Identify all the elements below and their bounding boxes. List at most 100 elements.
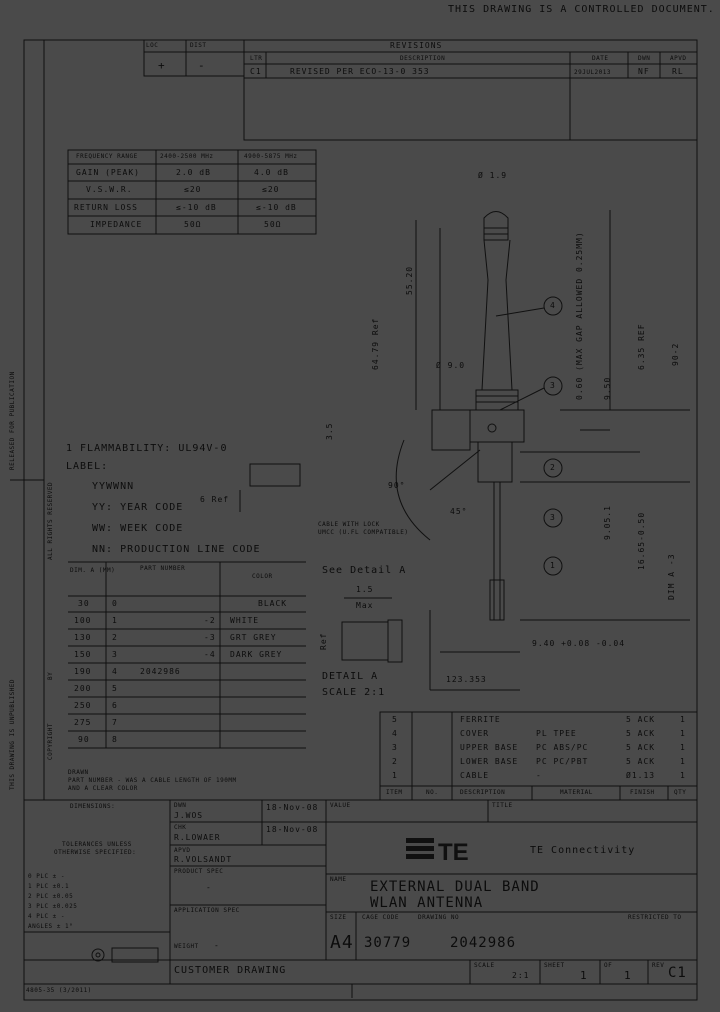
balloon-2: 2: [550, 463, 556, 472]
tb-name1: EXTERNAL DUAL BAND: [370, 879, 540, 895]
tb-title-label: TITLE: [492, 802, 513, 809]
dim-d9: 9.05.1: [603, 505, 612, 540]
bom-h-qty: QTY: [674, 789, 687, 796]
loc-value: +: [158, 59, 166, 72]
see-detail: See Detail A: [322, 565, 407, 576]
rev-row-dwn: NF: [638, 67, 650, 76]
pt-r4-suf: 2042986: [140, 667, 181, 676]
tb-tol-3: 3 PLC ±0.025: [28, 903, 78, 910]
spec-r2c2: ≤-10 dB: [256, 203, 297, 212]
spec-r3c0: IMPEDANCE: [90, 220, 143, 229]
pt-r0-pn: 0: [112, 599, 118, 608]
pt-r4-pn: 4: [112, 667, 118, 676]
rev-col-date: DATE: [592, 55, 609, 62]
pt-foot3: AND A CLEAR COLOR: [68, 785, 138, 792]
bom-h-fin: FINISH: [630, 789, 655, 796]
bom-r4-fin: Ø1.13: [626, 771, 656, 780]
pt-foot1: DRAWN: [68, 769, 89, 776]
bom-r4-desc: CABLE: [460, 771, 490, 780]
pt-r3-suf: -4: [204, 650, 216, 659]
tb-dwg-label: DRAWING NO: [418, 914, 460, 921]
pt-r0-dim: 30: [78, 599, 90, 608]
bom-r3-desc: LOWER BASE: [460, 757, 519, 766]
pt-r5-pn: 5: [112, 684, 118, 693]
dim-d14: 3.5: [325, 422, 334, 440]
control-note: THIS DRAWING IS A CONTROLLED DOCUMENT.: [448, 4, 715, 15]
note-yy: YY: YEAR CODE: [92, 502, 184, 513]
tb-appd-name: R.VOLSANDT: [174, 855, 233, 864]
tb-dwn-label: DWN: [174, 802, 187, 809]
cable-note2: UMCC (U.FL COMPATIBLE): [318, 529, 409, 536]
tb-of-val: 1: [624, 969, 632, 982]
balloon-3: 3: [550, 381, 556, 390]
pt-r5-dim: 200: [74, 684, 92, 693]
dim-d7: 6.35 REF: [637, 323, 646, 370]
bom-r3-item: 2: [392, 757, 398, 766]
tb-cage-val: 30779: [364, 935, 412, 951]
dim-d5: 0.60 (MAX GAP ALLOWED 0.25MM): [575, 231, 584, 400]
bom-r2-desc: UPPER BASE: [460, 743, 519, 752]
tb-tol-4: 4 PLC ± -: [28, 913, 66, 920]
rev-col-ltr: LTR: [250, 55, 263, 62]
dim-d13: 45°: [450, 507, 468, 516]
tb-rev-label: REV: [652, 962, 665, 969]
tb-tolerance1: TOLERANCES UNLESS: [62, 841, 132, 848]
tb-name2: WLAN ANTENNA: [370, 895, 484, 911]
rev-row-date: 29JUL2013: [574, 69, 612, 76]
tb-company: TE Connectivity: [530, 845, 636, 856]
spec-r1c2: ≤20: [262, 185, 280, 194]
tb-tol-2: 2 PLC ±0.05: [28, 893, 74, 900]
tb-chk-date: 18-Nov-08: [266, 825, 319, 834]
tb-chk-name: R.LOWAER: [174, 833, 221, 842]
tb-form-no: 4805-35 (3/2011): [26, 987, 92, 994]
spec-r2c1: ≤-10 dB: [176, 203, 217, 212]
pt-r1-suf: -2: [204, 616, 216, 625]
pt-r6-pn: 6: [112, 701, 118, 710]
tb-rev-val: C1: [668, 965, 687, 981]
bom-r2-mat: PC ABS/PC: [536, 743, 589, 752]
tb-dwn-date: 18-Nov-08: [266, 803, 319, 812]
tb-dwn-name: J.WOS: [174, 811, 204, 820]
spec-r1c0: V.S.W.R.: [86, 185, 133, 194]
tb-tolerance2: OTHERWISE SPECIFIED:: [54, 849, 137, 856]
detail-scale: SCALE 2:1: [322, 687, 386, 698]
loc-label: LOC: [146, 42, 159, 49]
bom-r2-fin: 5 ACK: [626, 743, 656, 752]
spec-r0c1: 2.0 dB: [176, 168, 211, 177]
tb-value-label: VALUE: [330, 802, 351, 809]
balloon-3b: 3: [550, 513, 556, 522]
bom-r3-mat: PC PC/PBT: [536, 757, 589, 766]
pt-r4-dim: 190: [74, 667, 92, 676]
note-label: LABEL:: [66, 461, 109, 472]
bom-r0-fin: 5 ACK: [626, 715, 656, 724]
tb-name-label: NAME: [330, 876, 347, 883]
pt-r7-pn: 7: [112, 718, 118, 727]
tb-weight-val: -: [214, 941, 220, 950]
svg-text:TE: TE: [438, 839, 469, 866]
tb-tol-0: 0 PLC ± -: [28, 873, 66, 880]
spec-r1c1: ≤20: [184, 185, 202, 194]
dim-d8: 90-2: [671, 342, 680, 366]
spec-r3c2: 50Ω: [264, 220, 282, 229]
cable-note1: CABLE WITH LOCK: [318, 521, 380, 528]
rev-col-desc: DESCRIPTION: [400, 55, 446, 62]
spec-h1: 2400-2500 MHz: [160, 153, 214, 160]
tb-dwg-val: 2042986: [450, 935, 517, 951]
note-ww: WW: WEEK CODE: [92, 523, 184, 534]
tb-sheet-val: 1: [580, 969, 588, 982]
pt-r6-dim: 250: [74, 701, 92, 710]
rev-row-desc: REVISED PER ECO-13-0 353: [290, 67, 430, 76]
bom-r1-desc: COVER: [460, 729, 490, 738]
revisions-title: REVISIONS: [390, 41, 443, 50]
detail-label: DETAIL A: [322, 671, 379, 682]
pt-r8-dim: 90: [78, 735, 90, 744]
bom-h-mat: MATERIAL: [560, 789, 593, 796]
pt-r2-dim: 130: [74, 633, 92, 642]
bom-r2-item: 3: [392, 743, 398, 752]
dim-d18: Max: [356, 601, 374, 610]
pt-r2-suf: -3: [204, 633, 216, 642]
pt-r2-color: GRT GREY: [230, 633, 277, 642]
rev-row-apvd: RL: [672, 67, 684, 76]
tb-chk-label: CHK: [174, 824, 187, 831]
